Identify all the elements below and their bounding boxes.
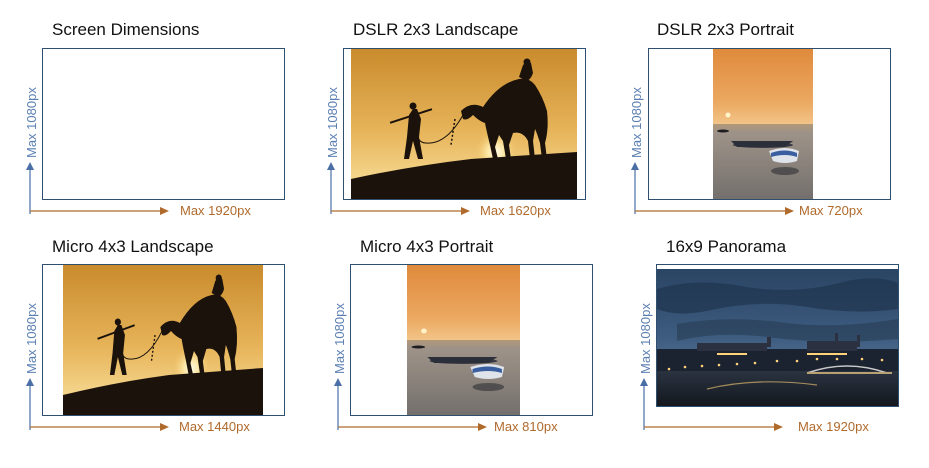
height-label: Max 1080px <box>629 87 644 158</box>
camel-silhouette-photo <box>351 49 577 199</box>
height-label: Max 1080px <box>325 87 340 158</box>
height-arrow <box>26 162 34 214</box>
river-boats-photo <box>713 49 813 199</box>
width-label: Max 720px <box>799 203 863 218</box>
panel-title: DSLR 2x3 Landscape <box>353 20 519 39</box>
height-arrow <box>334 378 342 430</box>
camel-silhouette-photo <box>63 265 263 415</box>
width-arrow <box>644 423 783 431</box>
width-label: Max 1920px <box>180 203 251 218</box>
panel-title: DSLR 2x3 Portrait <box>657 20 794 39</box>
width-arrow <box>30 207 169 215</box>
height-label: Max 1080px <box>638 303 653 374</box>
width-arrow <box>30 423 169 431</box>
height-label: Max 1080px <box>332 303 347 374</box>
width-arrow <box>635 207 794 215</box>
river-boats-photo <box>407 265 520 415</box>
width-label: Max 1440px <box>179 419 250 434</box>
height-label: Max 1080px <box>24 87 39 158</box>
frame <box>42 48 285 200</box>
height-arrow <box>26 378 34 430</box>
height-label: Max 1080px <box>24 303 39 374</box>
width-label: Max 1920px <box>798 419 869 434</box>
panel-title: Screen Dimensions <box>52 20 200 39</box>
height-arrow <box>640 378 648 430</box>
city-night-panorama-photo <box>657 269 898 406</box>
panel-title: Micro 4x3 Landscape <box>52 237 214 256</box>
width-arrow <box>331 207 470 215</box>
width-label: Max 1620px <box>480 203 551 218</box>
height-arrow <box>631 162 639 214</box>
panel-title: Micro 4x3 Portrait <box>360 237 494 256</box>
width-arrow <box>338 423 487 431</box>
panel-title: 16x9 Panorama <box>666 237 787 256</box>
height-arrow <box>327 162 335 214</box>
width-label: Max 810px <box>494 419 558 434</box>
